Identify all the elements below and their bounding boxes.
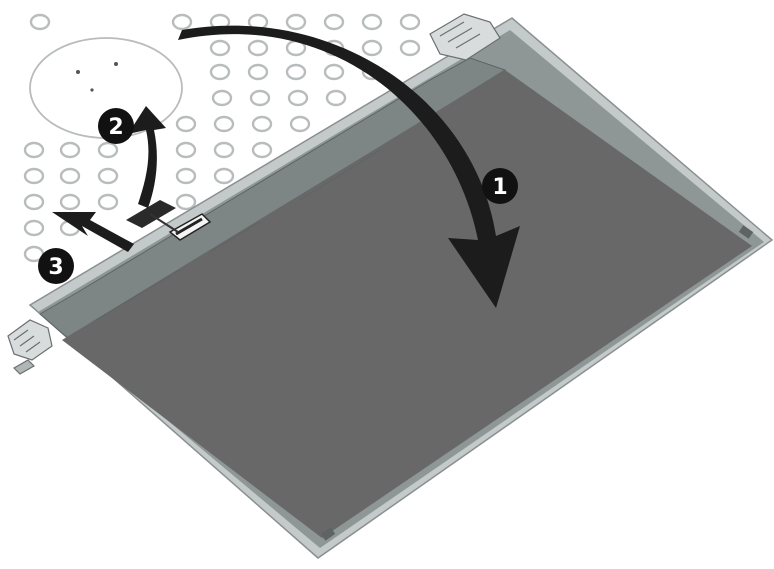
callout-step-1: 1 (482, 168, 518, 204)
hinge-icon (8, 320, 52, 374)
perforation-hole (287, 65, 305, 79)
callout-label-2: 2 (108, 115, 123, 140)
callout-step-3: 3 (38, 248, 74, 284)
perforation-hole (325, 65, 343, 79)
perforation-hole (177, 143, 195, 157)
perforation-hole (401, 15, 419, 29)
perforation-hole (31, 15, 49, 29)
perforation-hole (25, 221, 43, 235)
perforation-hole (177, 169, 195, 183)
perforation-hole (287, 15, 305, 29)
perforation-hole (363, 41, 381, 55)
perforation-hole (213, 91, 231, 105)
perforation-hole (327, 91, 345, 105)
perforation-hole (251, 91, 269, 105)
perforation-hole (289, 91, 307, 105)
callout-step-2: 2 (98, 108, 134, 144)
perforation-hole (291, 117, 309, 131)
perforation-hole (211, 65, 229, 79)
callout-label-1: 1 (492, 175, 507, 200)
callout-label-3: 3 (48, 255, 63, 280)
perforation-hole (99, 143, 117, 157)
perforation-hole (253, 143, 271, 157)
perforation-hole (401, 41, 419, 55)
perforation-hole (173, 15, 191, 29)
perforation-hole (249, 41, 267, 55)
perforation-hole (215, 117, 233, 131)
perforation-hole (177, 117, 195, 131)
perforation-hole (61, 143, 79, 157)
perforation-hole (99, 195, 117, 209)
perforation-hole (25, 195, 43, 209)
perforation-hole (61, 195, 79, 209)
perforation-hole (99, 169, 117, 183)
perforation-hole (215, 143, 233, 157)
perforation-hole (363, 15, 381, 29)
perforation-hole (211, 41, 229, 55)
perforation-hole (25, 143, 43, 157)
perforation-hole (253, 117, 271, 131)
perforation-hole (249, 65, 267, 79)
perforation-hole (325, 15, 343, 29)
perforation-hole (61, 169, 79, 183)
perforation-hole (25, 169, 43, 183)
perforation-hole (177, 195, 195, 209)
perforation-hole (215, 169, 233, 183)
